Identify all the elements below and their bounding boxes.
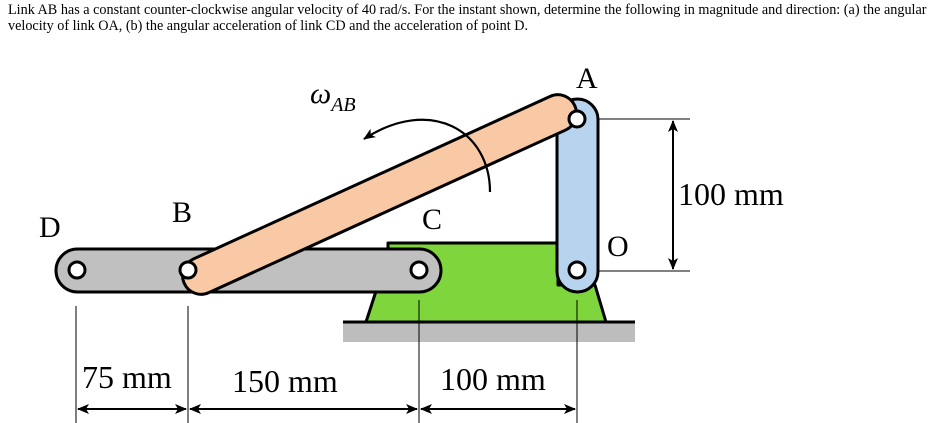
pin-b xyxy=(178,260,198,280)
dim-label-75: 75 mm xyxy=(82,359,172,395)
height-dimension-label: 100 mm xyxy=(678,176,784,212)
pin-d xyxy=(67,260,87,280)
label-c: C xyxy=(422,203,442,236)
link-ab xyxy=(181,93,578,296)
pin-a xyxy=(567,109,587,129)
pin-o xyxy=(567,260,587,280)
label-a: A xyxy=(576,62,598,95)
label-d: D xyxy=(39,211,61,244)
label-o: O xyxy=(607,230,629,263)
omega-ab-label: ωAB xyxy=(310,77,356,116)
ground-hatch xyxy=(343,322,635,342)
dim-label-150: 150 mm xyxy=(232,363,338,399)
dim-label-100: 100 mm xyxy=(440,361,546,397)
label-b: B xyxy=(172,196,192,229)
omega-ab-arrow xyxy=(363,118,492,193)
pin-c xyxy=(409,260,429,280)
link-oa xyxy=(555,97,600,294)
problem-statement: Link AB has a constant counter-clockwise… xyxy=(8,2,927,34)
